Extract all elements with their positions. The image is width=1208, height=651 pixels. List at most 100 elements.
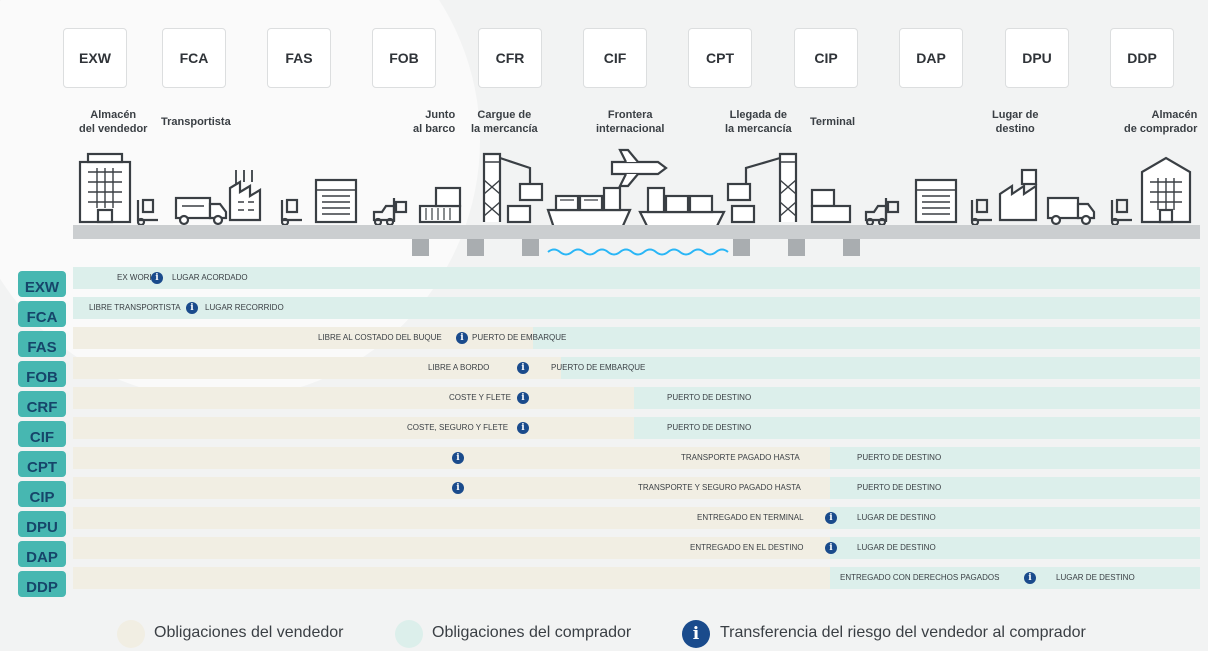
forklift-icon: [372, 198, 408, 227]
pier-pillar: [843, 239, 860, 256]
term-box-ddp: DDP: [1110, 28, 1174, 88]
term-box-cif: CIF: [583, 28, 647, 88]
seller-obligation-segment: [73, 567, 830, 589]
term-box-exw: EXW: [63, 28, 127, 88]
seller-obligation-segment: [73, 537, 830, 559]
pier-pillar: [788, 239, 805, 256]
location-buyer-warehouse: Almacén de comprador: [1124, 109, 1198, 135]
buyer-term-text: PUERTO DE DESTINO: [667, 423, 752, 432]
obligation-row: [73, 417, 1200, 439]
delivery-truck-icon: [1046, 196, 1096, 226]
legend-buyer-label: Obligaciones del comprador: [432, 624, 632, 641]
legend-risk-label: Transferencia del riesgo del vendedor al…: [720, 624, 1086, 641]
shipping-container-icon: [810, 188, 852, 224]
port-crane-icon: [482, 152, 544, 224]
term-box-fas: FAS: [267, 28, 331, 88]
incoterm-code-badge: DDP: [18, 571, 66, 597]
term-label: DPU: [1022, 50, 1052, 66]
seller-term-text: LIBRE AL COSTADO DEL BUQUE: [318, 333, 442, 342]
buyer-term-text: LUGAR ACORDADO: [172, 273, 248, 282]
cargo-ship-icon: [546, 186, 632, 230]
seller-term-text: LIBRE TRANSPORTISTA: [89, 303, 181, 312]
term-box-dpu: DPU: [1005, 28, 1069, 88]
incoterm-code-badge: FAS: [18, 331, 66, 357]
buyer-obligation-segment: [73, 297, 1200, 319]
buyer-term-text: PUERTO DE EMBARQUE: [472, 333, 567, 342]
obligation-row: [73, 477, 1200, 499]
seller-term-text: ENTREGADO EN EL DESTINO: [690, 543, 804, 552]
seller-term-text: COSTE Y FLETE: [449, 393, 511, 402]
pier-pillar: [522, 239, 539, 256]
buyer-obligation-segment: [830, 537, 1200, 559]
pier-pillar: [467, 239, 484, 256]
incoterm-code-badge: FCA: [18, 301, 66, 327]
buyer-obligation-segment: [830, 447, 1200, 469]
incoterm-code-badge: CRF: [18, 391, 66, 417]
seller-obligation-segment: [73, 477, 830, 499]
incoterm-code-badge: DAP: [18, 541, 66, 567]
buyer-term-text: PUERTO DE DESTINO: [857, 483, 942, 492]
port-crane-icon: [726, 152, 798, 224]
legend-seller-swatch: [117, 620, 145, 648]
term-box-cfr: CFR: [478, 28, 542, 88]
obligation-row: [73, 327, 1200, 349]
incoterm-code-badge: EXW: [18, 271, 66, 297]
buyer-term-text: PUERTO DE DESTINO: [667, 393, 752, 402]
location-arrival: Llegada de la mercancía: [725, 109, 792, 135]
seller-obligation-segment: [73, 357, 561, 379]
incoterm-code-badge: CIP: [18, 481, 66, 507]
risk-transfer-info-icon: i: [452, 482, 464, 494]
obligation-row: [73, 567, 1200, 589]
term-label: CFR: [495, 50, 525, 66]
shipping-container-icon: [418, 186, 462, 224]
obligation-row: [73, 507, 1200, 529]
risk-transfer-info-icon: i: [1024, 572, 1036, 584]
term-label: CPT: [706, 50, 734, 66]
risk-transfer-info-icon: i: [186, 302, 198, 314]
seller-term-text: EX WORK: [117, 273, 155, 282]
seller-obligation-segment: [73, 447, 830, 469]
risk-transfer-info-icon: i: [456, 332, 468, 344]
seller-term-text: ENTREGADO CON DERECHOS PAGADOS: [840, 573, 1000, 582]
legend-seller-label: Obligaciones del vendedor: [154, 624, 344, 641]
obligation-row: [73, 357, 1200, 379]
buyer-term-text: PUERTO DE DESTINO: [857, 453, 942, 462]
incoterm-code-badge: FOB: [18, 361, 66, 387]
risk-transfer-info-icon: i: [825, 542, 837, 554]
buyer-obligation-segment: [634, 387, 1200, 409]
forklift-icon: [864, 198, 900, 227]
incoterm-code-badge: CIF: [18, 421, 66, 447]
seller-obligation-segment: [73, 417, 634, 439]
seller-obligation-segment: [73, 507, 830, 529]
seller-obligation-segment: [73, 387, 634, 409]
factory-icon: [228, 170, 262, 222]
buyer-obligation-segment: [533, 327, 1200, 349]
term-box-cpt: CPT: [688, 28, 752, 88]
seller-obligation-segment: [73, 327, 533, 349]
buyer-obligation-segment: [634, 417, 1200, 439]
office-building-icon: [1140, 156, 1192, 224]
risk-transfer-info-icon: i: [517, 422, 529, 434]
obligation-row: [73, 387, 1200, 409]
pier-pillar: [412, 239, 429, 256]
obligation-row: [73, 537, 1200, 559]
buyer-term-text: PUERTO DE EMBARQUE: [551, 363, 646, 372]
term-label: DDP: [1127, 50, 1157, 66]
term-label: FOB: [389, 50, 419, 66]
term-box-fca: FCA: [162, 28, 226, 88]
location-seller-warehouse: Almacén del vendedor: [79, 109, 148, 135]
seller-term-text: TRANSPORTE Y SEGURO PAGADO HASTA: [638, 483, 801, 492]
risk-transfer-info-icon: i: [825, 512, 837, 524]
location-alongside-ship: Junto al barco: [413, 109, 456, 135]
term-label: DAP: [916, 50, 946, 66]
buyer-term-text: LUGAR DE DESTINO: [1056, 573, 1135, 582]
term-label: CIP: [814, 50, 838, 66]
ground-strip: [73, 225, 1200, 239]
obligation-row: [73, 267, 1200, 289]
term-label: FCA: [179, 50, 209, 66]
warehouse-icon: [314, 178, 358, 224]
risk-transfer-info-icon: i: [517, 392, 529, 404]
risk-transfer-info-icon: i: [151, 272, 163, 284]
pier-pillar: [733, 239, 750, 256]
